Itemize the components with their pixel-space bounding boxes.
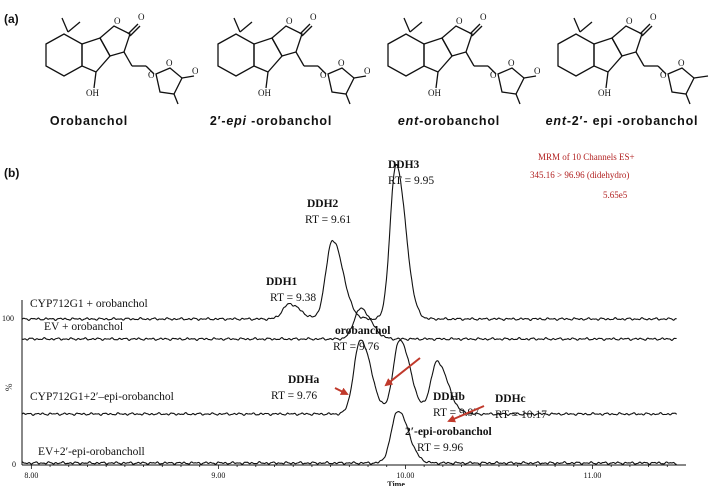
peak-name-4: DDHb (433, 391, 465, 403)
svg-text:O: O (138, 12, 145, 22)
compound-name-2: 2′-epi -orobanchol (209, 114, 333, 128)
svg-text:OH: OH (598, 88, 611, 98)
svg-text:OH: OH (86, 88, 99, 98)
x-tick-label-1: 9.00 (211, 471, 225, 480)
x-tick-label-3: 11.00 (584, 471, 602, 480)
compound-name-4: ent-2′- epi -orobanchol (545, 114, 699, 128)
ent-orobanchol-structure: O O O O O OH (387, 12, 540, 105)
svg-text:O: O (534, 66, 540, 76)
trace-line-0 (21, 163, 677, 322)
peak-rt-5: RT = 9.76 (271, 390, 317, 402)
panel-a-label: (a) (4, 12, 19, 26)
peak-rt-2: RT = 9.95 (388, 175, 434, 187)
red-arrow-1 (384, 357, 421, 387)
trace-line-2 (21, 339, 678, 417)
peak-name-3: orobanchol (335, 325, 390, 337)
mrm-line-3: 5.65e5 (603, 190, 628, 200)
y-axis-label: % (4, 383, 14, 391)
series-label-2: CYP712G1+2′–epi-orobanchol (30, 391, 174, 403)
svg-text:OH: OH (258, 88, 271, 98)
svg-text:O: O (508, 58, 515, 68)
svg-text:O: O (338, 58, 345, 68)
svg-text:O: O (166, 58, 173, 68)
peak-rt-4: RT = 9.97 (433, 407, 479, 419)
peak-rt-0: RT = 9.38 (270, 292, 316, 304)
svg-text:O: O (650, 12, 657, 22)
peak-name-2: DDH3 (388, 159, 420, 171)
mrm-line-1: MRM of 10 Channels ES+ (538, 152, 635, 162)
peak-rt-6: RT = 10.17 (495, 409, 547, 421)
red-arrow-2 (447, 405, 485, 423)
y-tick-label-0: 0 (12, 460, 16, 469)
series-label-1: EV + orobanchol (44, 321, 123, 333)
peak-name-6: DDHc (495, 393, 526, 405)
svg-text:O: O (480, 12, 487, 22)
svg-text:O: O (114, 16, 121, 26)
mrm-line-2: 345.16 > 96.96 (didehydro) (530, 170, 630, 180)
peak-rt-1: RT = 9.61 (305, 214, 351, 226)
ent-2-epi-orobanchol-structure: O O O O OH (557, 12, 709, 105)
2-epi-orobanchol-structure: O O O O O OH (217, 12, 370, 105)
red-arrow-0 (334, 387, 349, 395)
svg-text:O: O (148, 70, 155, 80)
orobanchol-structure: O O O O O OH (45, 12, 198, 105)
svg-text:O: O (456, 16, 463, 26)
svg-text:O: O (660, 70, 667, 80)
compound-name-1: Orobanchol (49, 114, 129, 128)
trace-line-3 (21, 411, 677, 466)
svg-text:O: O (286, 16, 293, 26)
svg-text:O: O (192, 66, 198, 76)
x-axis-label: Time (387, 480, 405, 486)
svg-text:O: O (310, 12, 317, 22)
peak-name-5: DDHa (288, 374, 320, 386)
compound-name-3: ent-orobanchol (397, 114, 501, 128)
peak-rt-3: RT = 9.76 (333, 341, 379, 353)
svg-text:O: O (678, 58, 685, 68)
svg-text:O: O (364, 66, 370, 76)
peak-rt-7: RT = 9.96 (417, 442, 463, 454)
trace-line-1 (21, 307, 677, 342)
svg-text:O: O (490, 70, 497, 80)
series-label-3: EV+2′-epi-orobancholl (38, 446, 145, 458)
y-tick-label-100: 100 (2, 314, 14, 323)
svg-text:O: O (626, 16, 633, 26)
svg-text:OH: OH (428, 88, 441, 98)
peak-name-7: 2′-epi-orobanchol (405, 426, 492, 438)
peak-name-1: DDH2 (307, 198, 339, 210)
x-tick-label-0: 8.00 (24, 471, 38, 480)
x-tick-label-2: 10.00 (396, 471, 414, 480)
peak-name-0: DDH1 (266, 276, 298, 288)
panel-b-label: (b) (4, 166, 20, 180)
series-label-0: CYP712G1 + orobanchol (30, 298, 148, 310)
svg-text:O: O (320, 70, 327, 80)
